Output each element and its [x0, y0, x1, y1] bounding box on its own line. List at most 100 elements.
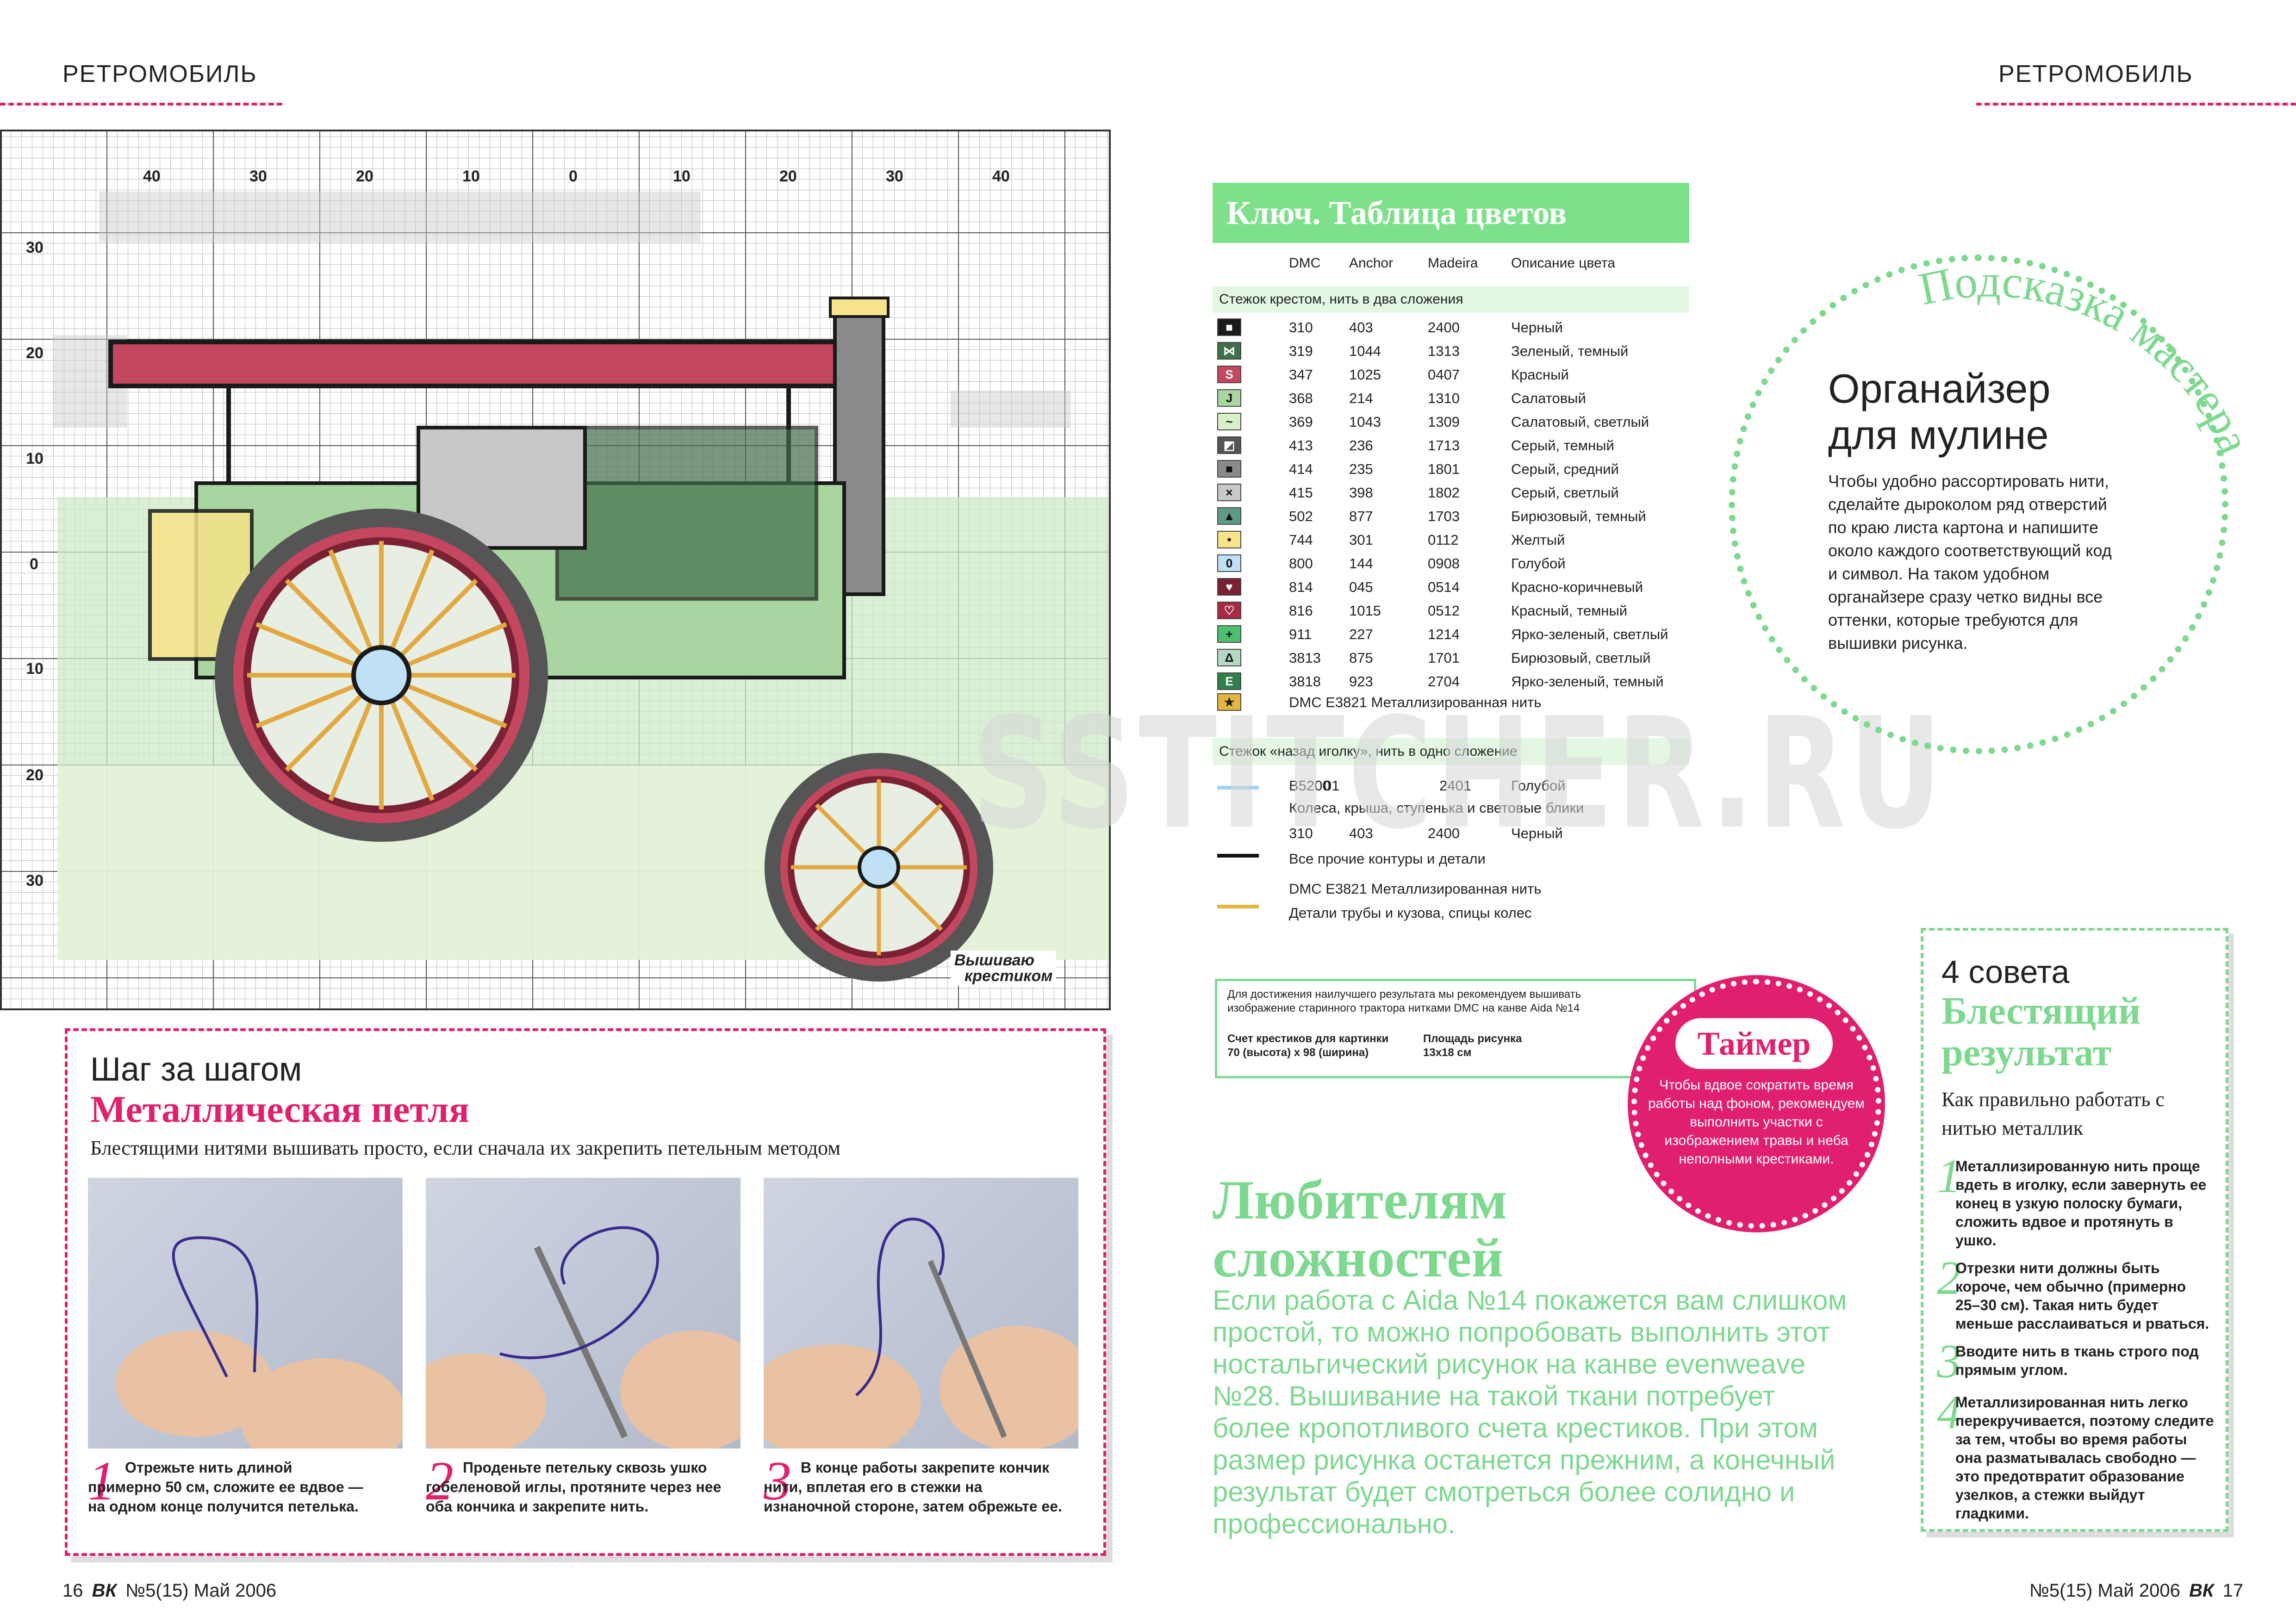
bs2-desc: Черный	[1511, 825, 1563, 841]
key-cell-desc: Ярко-зеленый, темный	[1511, 673, 1664, 690]
metallic-swatch: ★	[1217, 693, 1241, 711]
cloud-3	[951, 391, 1071, 428]
info-area-label: Площадь рисунка	[1423, 1032, 1522, 1045]
top-tick-5: 10	[673, 168, 691, 185]
key-cell-madeira: 0514	[1428, 579, 1460, 595]
steps-title: Металлическая петля	[90, 1088, 470, 1130]
advice-text-1: Металлизированную нить проще вдеть в иго…	[1955, 1158, 2207, 1249]
color-swatch: 0	[1217, 554, 1241, 572]
lovers-title: Любителям сложностей	[1213, 1171, 1507, 1287]
thread-loop-1	[172, 1236, 259, 1378]
advice-num-1: 1	[1937, 1150, 1961, 1203]
tip-title-line1: Органайзер	[1828, 366, 2051, 411]
key-cell-madeira: 1713	[1428, 437, 1460, 454]
key-cell-dmc: 369	[1289, 414, 1313, 430]
key-cell-desc: Бирюзовый, светлый	[1511, 650, 1651, 666]
magazine-logo: Вышиваю крестиком	[951, 951, 1057, 986]
key-cell-madeira: 0112	[1428, 532, 1459, 548]
key-cell-dmc: 319	[1289, 343, 1313, 359]
timer-title-bg	[1675, 1018, 1833, 1069]
key-cell-dmc: 3818	[1289, 673, 1321, 690]
color-swatch: ▲	[1217, 507, 1241, 525]
tractor-boiler	[555, 426, 818, 601]
color-swatch: +	[1217, 625, 1241, 643]
bs2-anchor: 403	[1349, 825, 1373, 841]
key-cell-anchor: 214	[1349, 390, 1373, 406]
color-swatch: •	[1217, 531, 1241, 548]
right-footer: №5(15) Май 2006 ВК 17	[2029, 1580, 2243, 1601]
key-cell-dmc: 800	[1289, 555, 1313, 572]
lovers-body: Если работа с Aida №14 покажется вам сли…	[1213, 1285, 1847, 1539]
info-line2: изображение старинного трактора нитками …	[1227, 1002, 1580, 1014]
steps-subtitle: Блестящими нитями вышивать просто, если …	[90, 1137, 841, 1159]
col-dmc: DMC	[1289, 255, 1321, 271]
key-cell-desc: Салатовый, светлый	[1511, 414, 1649, 430]
key-cell-madeira: 1310	[1428, 390, 1460, 406]
key-cell-dmc: 413	[1289, 437, 1313, 454]
backstitch-black: 310 403 2400 Черный Все прочие контуры и…	[1213, 821, 1689, 868]
key-cell-dmc: 814	[1289, 579, 1313, 595]
steps-kicker: Шаг за шагом	[90, 1051, 302, 1088]
left-header-rule	[0, 103, 282, 106]
key-cell-anchor: 1025	[1349, 367, 1381, 383]
lovers-title-line2: сложностей	[1213, 1227, 1504, 1288]
key-cell-madeira: 1313	[1428, 343, 1460, 359]
key-cell-dmc: 347	[1289, 367, 1313, 383]
metallic-row-text: DMC E3821 Металлизированная нить	[1289, 694, 1542, 710]
key-cell-dmc: 816	[1289, 603, 1313, 619]
bs3-line1: DMC E3821 Металлизированная нить	[1289, 881, 1542, 897]
timer-title: Таймер	[1697, 1025, 1811, 1062]
info-count-label: Счет крестиков для картинки	[1227, 1032, 1389, 1045]
key-cell-desc: Голубой	[1511, 555, 1566, 572]
right-issue: №5(15) Май 2006	[2029, 1580, 2180, 1601]
tip-title-line2: для мулине	[1828, 412, 2049, 458]
left-page-number: 16	[62, 1580, 83, 1601]
col-anchor: Anchor	[1349, 255, 1394, 271]
key-cell-madeira: 2704	[1428, 673, 1460, 690]
color-swatch: ×	[1217, 484, 1241, 501]
key-cell-desc: Зеленый, темный	[1511, 343, 1629, 359]
key-cell-madeira: 0407	[1428, 367, 1460, 383]
key-cell-dmc: 310	[1289, 319, 1313, 336]
bs1-desc: Голубой	[1511, 777, 1566, 794]
advice-text-4: Металлизированная нить легко перекручива…	[1955, 1394, 2214, 1522]
top-tick-8: 40	[992, 168, 1010, 185]
right-mag-mark: ВК	[2189, 1580, 2214, 1601]
top-tick-7: 30	[886, 168, 903, 185]
key-cell-desc: Серый, темный	[1511, 437, 1614, 454]
key-cell-anchor: 045	[1349, 579, 1373, 595]
right-header-rule	[1976, 103, 2296, 106]
key-cell-anchor: 403	[1349, 319, 1373, 336]
col-desc: Описание цвета	[1511, 255, 1615, 271]
key-cell-desc: Черный	[1511, 319, 1563, 336]
left-page-header: РЕТРОМОБИЛЬ	[62, 61, 257, 87]
color-swatch: Δ	[1217, 649, 1241, 666]
left-tick-2: 10	[26, 450, 44, 467]
backstitch-gold-line	[1217, 905, 1259, 908]
needle-thread-2	[499, 1226, 660, 1438]
top-tick-3: 10	[462, 168, 480, 185]
key-cell-anchor: 301	[1349, 532, 1373, 548]
bs1-dmc: B5200	[1289, 777, 1331, 794]
tip-arc-title: Подсказка мастера	[1915, 255, 2261, 461]
chimney-cap	[829, 297, 890, 318]
key-cell-anchor: 227	[1349, 626, 1373, 642]
key-cell-anchor: 923	[1349, 673, 1373, 690]
left-mag-mark: ВК	[92, 1580, 117, 1601]
color-swatch: ~	[1217, 413, 1241, 430]
key-cell-anchor: 875	[1349, 650, 1373, 666]
backstitch-blue: B5200 01 2401 Голубой Колеса, крыша, сту…	[1213, 774, 1689, 820]
key-cell-madeira: 2400	[1428, 319, 1460, 336]
advice-title: Блестящий результат	[1941, 990, 2140, 1074]
key-cell-desc: Красный, темный	[1511, 603, 1628, 619]
key-cell-dmc: 3813	[1289, 650, 1321, 666]
key-col-headers: DMC Anchor Madeira Описание цвета	[1213, 255, 1689, 276]
